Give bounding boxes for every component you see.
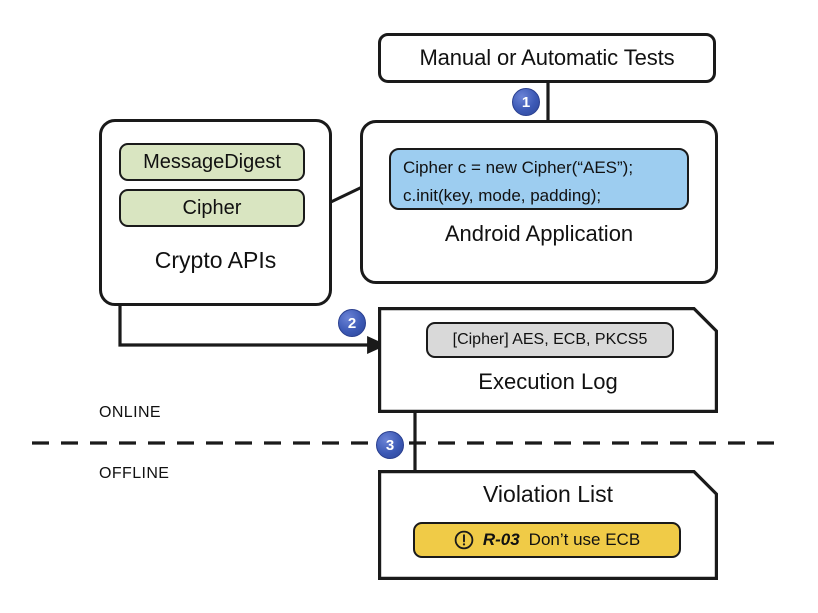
violation-rule-text: Don’t use ECB	[528, 530, 641, 549]
step-badge-1: 1	[512, 88, 540, 116]
tests-label: Manual or Automatic Tests	[419, 45, 675, 70]
node-manual-or-automatic-tests[interactable]: Manual or Automatic Tests	[378, 33, 716, 83]
step-badge-2: 2	[338, 309, 366, 337]
api-chip-cipher[interactable]: Cipher	[119, 189, 305, 227]
node-android-application[interactable]: Cipher c = new Cipher(“AES”); c.init(key…	[360, 120, 718, 284]
node-violation-list[interactable]: Violation List R-03 Don’t use ECB	[378, 470, 718, 580]
android-application-label: Android Application	[444, 221, 634, 246]
warning-exclamation-icon	[454, 530, 474, 550]
code-line-1: Cipher c = new Cipher(“AES”);	[403, 158, 634, 177]
phase-label-online: ONLINE	[99, 404, 161, 421]
step-badge-3: 3	[376, 431, 404, 459]
android-code-snippet: Cipher c = new Cipher(“AES”); c.init(key…	[389, 148, 689, 210]
node-execution-log[interactable]: [Cipher] AES, ECB, PKCS5 Execution Log	[378, 307, 718, 413]
violation-rule-id: R-03	[482, 530, 520, 549]
violation-list-label: Violation List	[483, 481, 613, 507]
node-crypto-apis[interactable]: MessageDigest Cipher Crypto APIs	[99, 119, 332, 306]
api-chip-messagedigest[interactable]: MessageDigest	[119, 143, 305, 181]
phase-label-offline: OFFLINE	[99, 465, 170, 482]
execution-log-label: Execution Log	[478, 369, 618, 394]
execution-log-entry: [Cipher] AES, ECB, PKCS5	[426, 322, 674, 358]
crypto-apis-label: Crypto APIs	[154, 247, 277, 273]
code-line-2: c.init(key, mode, padding);	[403, 186, 602, 206]
violation-list-item[interactable]: R-03 Don’t use ECB	[413, 522, 681, 558]
